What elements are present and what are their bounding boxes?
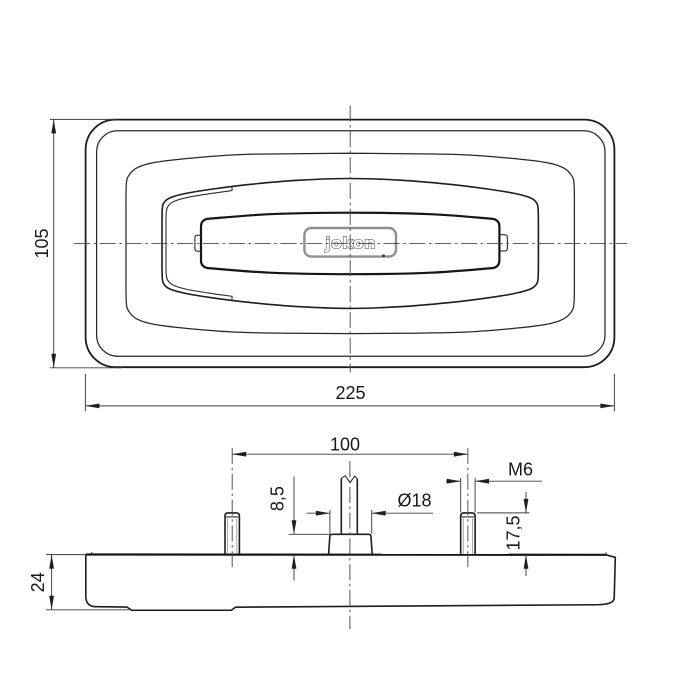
dimension-label-m6: M6: [508, 459, 533, 479]
dimension-arrowhead: [291, 554, 297, 569]
dimension-arrowhead: [600, 403, 615, 409]
dimension-arrowhead: [523, 554, 529, 569]
dimension-label-d18: Ø18: [397, 491, 431, 511]
dimension-label-24: 24: [28, 572, 48, 592]
barrel-left-clip: [194, 234, 201, 252]
dimension-arrowhead: [85, 403, 100, 409]
dimension-m6: M6: [446, 459, 542, 513]
dimension-24: 24: [28, 554, 130, 611]
dimension-225: 225: [84, 373, 615, 412]
badge-speck: [382, 254, 385, 258]
dimension-100: 100: [232, 435, 468, 457]
dimension-diameter-18: Ø18: [306, 491, 433, 534]
bottom-view: 100 M6 Ø18 8,5 17,5 24: [28, 435, 617, 629]
dimension-8-5: 8,5: [268, 476, 331, 581]
dimension-arrowhead: [446, 478, 461, 484]
dimension-arrowhead: [453, 451, 468, 457]
dimension-105: 105: [32, 118, 122, 369]
dimension-arrowhead: [51, 119, 57, 134]
housing-profile: [85, 554, 617, 612]
cable-and-grommet: [327, 474, 373, 555]
dimension-label-225: 225: [335, 383, 365, 403]
dimension-arrowhead: [232, 451, 247, 457]
dimension-arrowhead: [475, 478, 490, 484]
dimension-arrowhead: [51, 353, 57, 368]
dimension-label-85: 8,5: [268, 486, 288, 511]
barrel-right-clip: [499, 234, 508, 252]
dimension-label-105: 105: [32, 228, 52, 258]
dimension-label-100: 100: [330, 435, 360, 455]
dimension-arrowhead: [49, 595, 54, 610]
dimension-arrowhead: [371, 510, 386, 516]
dimension-arrowhead: [315, 510, 330, 516]
front-view: jokon 105 225: [32, 105, 627, 412]
dimension-arrowhead: [523, 498, 529, 513]
dimension-17-5: 17,5: [477, 491, 530, 576]
dimension-arrowhead: [291, 520, 297, 535]
dimension-label-175: 17,5: [503, 515, 523, 550]
lens-inner-contour: [161, 177, 540, 310]
dimension-arrowhead: [49, 554, 54, 569]
grommet-base: [327, 533, 373, 555]
